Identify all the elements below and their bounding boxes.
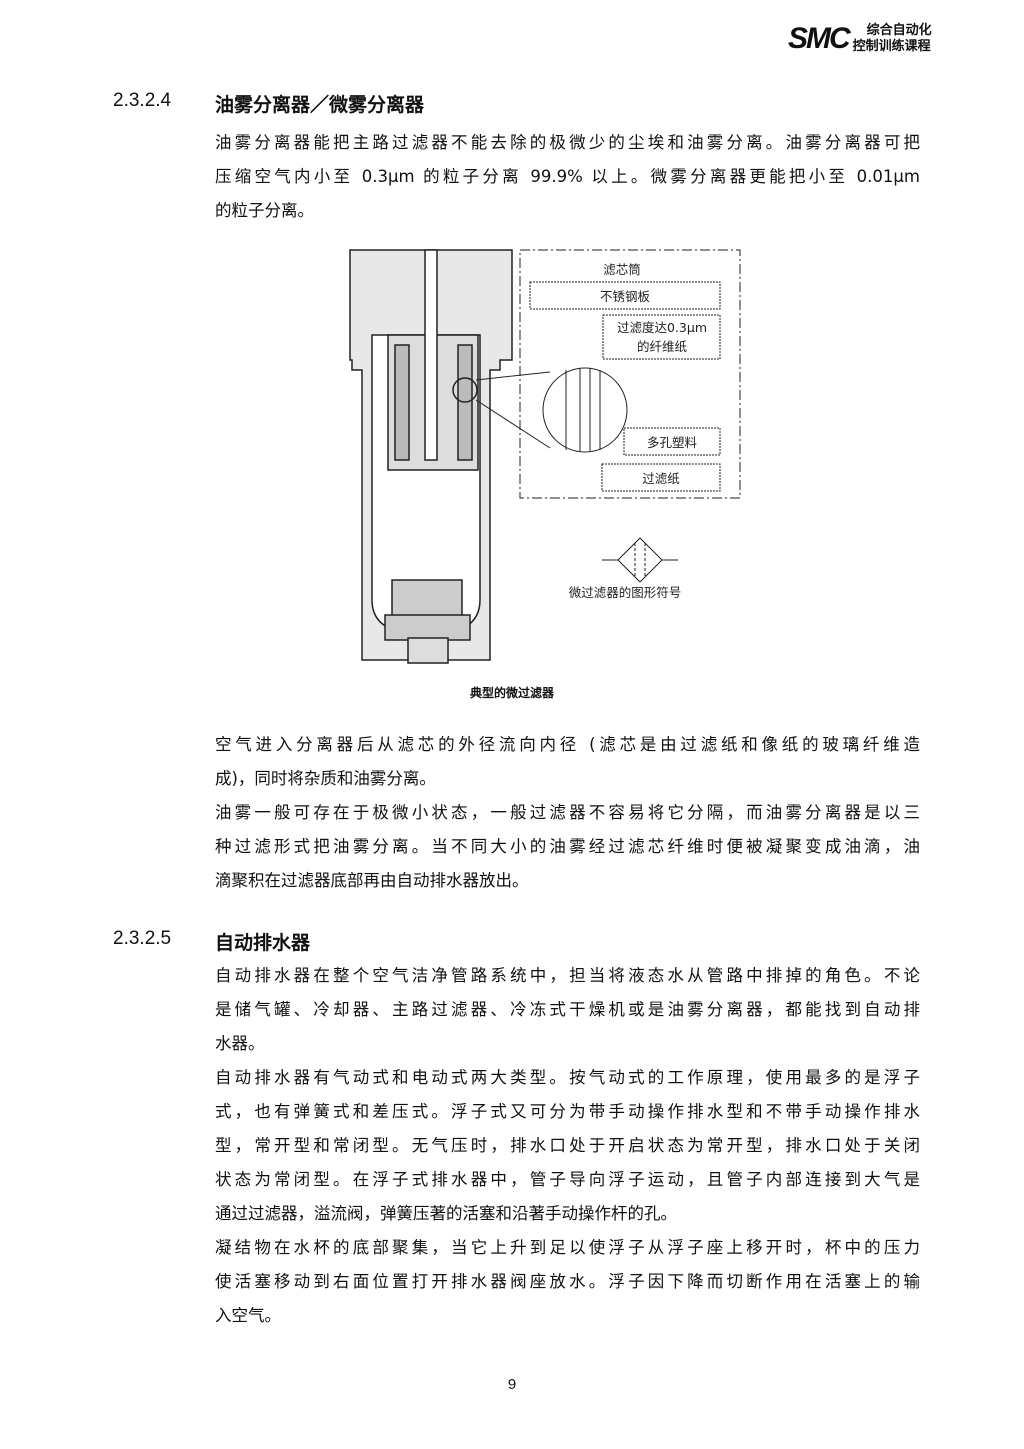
page-number: 9 bbox=[507, 1376, 517, 1393]
text-line: 凝结物在水杯的底部聚集，当它上升到足以使浮子从浮子座上移开时，杯中的压力 bbox=[215, 1238, 920, 1257]
course-title-line1: 综合自动化 bbox=[866, 23, 932, 38]
text-line: 使活塞移动到右面位置打开排水器阀座放水。浮子因下降而切断作用在活塞上的输 bbox=[215, 1272, 920, 1291]
text-line: 式，也有弹簧式和差压式。浮子式又可分为带手动操作排水型和不带手动操作排水 bbox=[215, 1102, 920, 1121]
figure-caption: 典型的微过滤器 bbox=[469, 686, 554, 700]
course-title-line2: 控制训练课程 bbox=[852, 39, 931, 54]
text-line: 种过滤形式把油雾分离。当不同大小的油雾经过滤芯纤维时便被凝聚变成油滴，油 bbox=[215, 837, 920, 856]
section-number: 2.3.2.4 bbox=[113, 90, 172, 111]
text-line: 通过过滤器，溢流阀，弹簧压著的活塞和沿著手动操作杆的孔。 bbox=[215, 1204, 677, 1223]
text-line: 成)，同时将杂质和油雾分离。 bbox=[215, 769, 436, 788]
paragraph: 自动排水器在整个空气洁净管路系统中，担当将液态水从管路中排掉的角色。不论 是储气… bbox=[215, 959, 920, 1333]
text-line: 自动排水器在整个空气洁净管路系统中，担当将液态水从管路中排掉的角色。不论 bbox=[215, 966, 920, 985]
text-line: 水器。 bbox=[215, 1034, 265, 1053]
section-title: 油雾分离器／微雾分离器 bbox=[215, 94, 425, 116]
text-line: 自动排水器有气动式和电动式两大类型。按气动式的工作原理，使用最多的是浮子 bbox=[215, 1068, 920, 1087]
label-porous-plastic: 多孔塑料 bbox=[647, 435, 698, 450]
text-line: 油雾分离器能把主路过滤器不能去除的极微少的尘埃和油雾分离。油雾分离器可把 bbox=[215, 133, 920, 152]
text-line: 状态为常闭型。在浮子式排水器中，管子导向浮子运动，且管子内部连接到大气是 bbox=[215, 1170, 920, 1189]
label-fiber-paper: 过滤度达0.3μm bbox=[617, 320, 707, 335]
smc-logo: SMC 综合自动化 控制训练课程 bbox=[788, 22, 932, 56]
section-title: 自动排水器 bbox=[215, 932, 311, 954]
label-filter-paper: 过滤纸 bbox=[642, 471, 680, 486]
label-steel-plate: 不锈钢板 bbox=[600, 289, 651, 304]
micro-filter-diagram: 滤芯筒 不锈钢板 过滤度达0.3μm 的纤维纸 多孔塑料 过滤纸 微过滤器的图形… bbox=[349, 249, 741, 664]
course-title: 综合自动化 控制训练课程 bbox=[853, 23, 932, 55]
text-line: 入空气。 bbox=[215, 1306, 281, 1325]
text-line: 空气进入分离器后从滤芯的外径流向内径 (滤芯是由过滤纸和像纸的玻璃纤维造 bbox=[215, 735, 920, 754]
text-line: 的粒子分离。 bbox=[215, 201, 314, 220]
paragraph: 空气进入分离器后从滤芯的外径流向内径 (滤芯是由过滤纸和像纸的玻璃纤维造 成)，… bbox=[215, 728, 920, 898]
label-cartridge: 滤芯筒 bbox=[603, 262, 641, 277]
text-line: 型，常开型和常闭型。无气压时，排水口处于开启状态为常开型，排水口处于关闭 bbox=[215, 1136, 920, 1155]
section-number: 2.3.2.5 bbox=[113, 928, 172, 949]
label-symbol-caption: 微过滤器的图形符号 bbox=[569, 585, 682, 600]
smc-logo-mark: SMC bbox=[788, 22, 851, 55]
text-line: 滴聚积在过滤器底部再由自动排水器放出。 bbox=[215, 871, 529, 890]
label-fiber-paper-2: 的纤维纸 bbox=[637, 339, 688, 354]
text-line: 是储气罐、冷却器、主路过滤器、冷冻式干燥机或是油雾分离器，都能找到自动排 bbox=[215, 1000, 920, 1019]
text-line: 油雾一般可存在于极微小状态，一般过滤器不容易将它分隔，而油雾分离器是以三 bbox=[215, 803, 920, 822]
text-line: 压缩空气内小至 0.3μm 的粒子分离 99.9% 以上。微雾分离器更能把小至 … bbox=[215, 167, 920, 186]
paragraph: 油雾分离器能把主路过滤器不能去除的极微少的尘埃和油雾分离。油雾分离器可把 压缩空… bbox=[215, 126, 920, 228]
